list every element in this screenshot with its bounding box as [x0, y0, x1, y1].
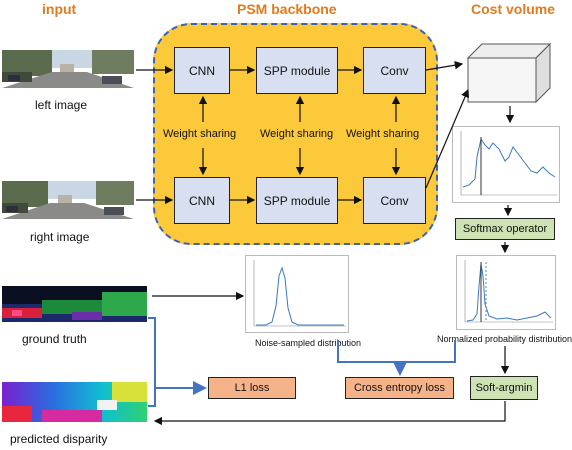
spp-bottom-label: SPP module — [263, 193, 331, 208]
header-input: input — [42, 1, 77, 17]
l1-loss-label: L1 loss — [234, 382, 270, 394]
normalized-probability-chart — [456, 255, 556, 330]
left-image — [2, 50, 134, 88]
cross-entropy-loss-box: Cross entropy loss — [345, 377, 454, 399]
predicted-disparity-label: predicted disparity — [10, 432, 108, 446]
cnn-top-label: CNN — [189, 63, 215, 78]
ground-truth-label: ground truth — [22, 332, 87, 346]
softmax-operator-label: Softmax operator — [462, 223, 548, 235]
cnn-top: CNN — [174, 47, 230, 94]
cnn-bottom-label: CNN — [189, 193, 215, 208]
ground-truth-image — [2, 286, 147, 322]
right-image — [2, 181, 134, 219]
noise-sampled-chart — [245, 255, 349, 333]
header-psm-backbone: PSM backbone — [237, 1, 337, 17]
conv-bottom-label: Conv — [380, 193, 409, 208]
weight-sharing-label-2: Weight sharing — [260, 128, 334, 140]
cost-volume-cube — [466, 42, 552, 104]
softmax-operator-box: Softmax operator — [455, 218, 555, 240]
cross-entropy-loss-label: Cross entropy loss — [353, 382, 446, 394]
weight-sharing-label-1: Weight sharing — [163, 128, 237, 140]
normalized-distribution-caption: Normalized probability distribution — [437, 334, 572, 344]
soft-argmin-label: Soft-argmin — [475, 382, 533, 394]
predicted-disparity-image — [2, 382, 147, 422]
spp-module-top: SPP module — [256, 47, 338, 94]
l1-loss-box: L1 loss — [208, 377, 296, 399]
cnn-bottom: CNN — [174, 177, 230, 224]
header-cost-volume: Cost volume — [471, 1, 556, 17]
conv-top: Conv — [363, 47, 426, 94]
cost-curve-chart — [452, 126, 560, 203]
spp-top-label: SPP module — [263, 63, 331, 78]
weight-sharing-label-3: Weight sharing — [346, 128, 420, 140]
spp-module-bottom: SPP module — [256, 177, 338, 224]
left-image-label: left image — [35, 98, 88, 112]
conv-top-label: Conv — [380, 63, 409, 78]
conv-bottom: Conv — [363, 177, 426, 224]
soft-argmin-box: Soft-argmin — [470, 376, 538, 400]
right-image-label: right image — [30, 230, 90, 244]
noise-sampled-caption: Noise-sampled distribution — [255, 338, 362, 348]
